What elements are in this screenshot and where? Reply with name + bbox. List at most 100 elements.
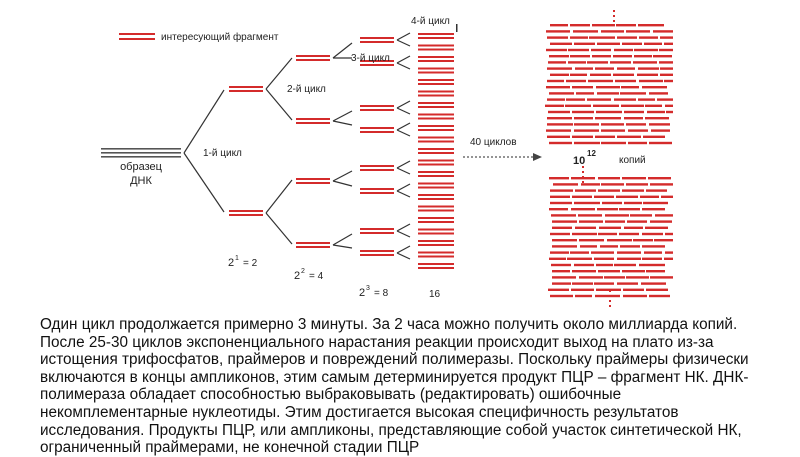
amplicon-copy	[593, 104, 619, 107]
amplicon-copy	[617, 36, 637, 39]
legend: интересующий фрагмент	[119, 31, 279, 43]
amplicon-copy	[590, 73, 611, 76]
count-cycle-2: 2 2 = 4	[294, 268, 324, 282]
legend-fragment-top	[119, 33, 155, 35]
fragment-strand	[418, 79, 454, 81]
amplicon-copy	[626, 30, 650, 33]
fragment-strand	[360, 188, 394, 190]
dna-fragment	[296, 178, 330, 184]
branch-line	[396, 129, 411, 137]
amplicon-copy	[616, 24, 636, 27]
dna-fragment	[360, 60, 394, 66]
amplicon-copy	[598, 177, 620, 180]
amplicon-copy	[660, 67, 673, 70]
dna-fragment	[418, 251, 454, 258]
branch-line	[396, 39, 411, 47]
amplicon-copy	[640, 195, 659, 198]
branch-line	[396, 245, 411, 254]
amplicon-copy	[594, 195, 614, 198]
amplicon-copy	[626, 183, 648, 186]
fragment-strand	[360, 131, 394, 133]
fragment-strand	[418, 83, 454, 85]
branch-line	[183, 89, 225, 154]
amplicon-copy	[601, 123, 624, 126]
amplicon-copy	[602, 201, 622, 205]
dna-fragment	[418, 182, 454, 189]
amplicon-copy	[566, 98, 585, 101]
amplicon-copy	[575, 67, 593, 70]
fragment-strand	[418, 263, 454, 265]
branch-line	[332, 170, 353, 182]
amplicon-copy	[550, 73, 569, 76]
result-base: 10	[573, 155, 585, 167]
sample-dna: образец ДНК	[101, 148, 181, 187]
fragment-strand	[360, 254, 394, 256]
branch-line	[396, 160, 411, 169]
amplicon-copy	[568, 61, 586, 64]
amplicon-copy	[639, 263, 665, 267]
amplicon-copy	[651, 129, 670, 132]
fragment-strand	[418, 37, 454, 39]
amplicon-copy	[623, 294, 647, 298]
amplicon-copy	[634, 48, 658, 52]
amplicon-copy	[648, 177, 671, 180]
dna-fragment	[418, 263, 454, 269]
amplicon-copy	[607, 239, 632, 242]
branch-line	[265, 179, 293, 214]
amplicon-copy	[622, 177, 646, 180]
amplicon-copy	[596, 110, 622, 114]
amplicon-copy	[572, 232, 597, 236]
dna-fragment	[418, 159, 454, 166]
amplicon-copy	[547, 79, 564, 83]
amplicon-copy	[579, 276, 603, 279]
amplicon-copy	[654, 239, 673, 242]
dna-fragment	[418, 205, 454, 212]
fragment-strand	[296, 182, 330, 184]
count-1-exponent: 1	[235, 255, 239, 262]
count-3-value: = 8	[374, 288, 389, 299]
cycle-1-label: 1-й цикл	[203, 148, 242, 159]
pcr-diagram: интересующий фрагмент образец ДНК 1-й ци…	[101, 10, 673, 307]
amplicon-copy	[551, 214, 576, 217]
amplicon-copy	[545, 104, 564, 107]
amplicon-copy	[604, 276, 625, 279]
amplicon-copy	[660, 36, 673, 39]
sample-strand-bottom	[101, 156, 181, 158]
amplicon-copy	[649, 141, 672, 145]
amplicon-copy	[659, 61, 673, 64]
amplicon-copy	[549, 141, 572, 145]
branch-line	[396, 223, 411, 232]
fragment-strand	[418, 205, 454, 208]
fragment-strand	[418, 163, 454, 166]
fragment-strand	[360, 60, 394, 62]
dna-fragment	[296, 55, 330, 61]
amplicon-copy	[575, 226, 596, 229]
dna-fragment	[418, 67, 454, 74]
amplicon-copy	[572, 195, 592, 198]
amplicon-copy	[550, 251, 569, 254]
amplicon-copy	[572, 135, 593, 138]
amplicon-copy	[570, 251, 589, 254]
amplicon-copy	[551, 263, 571, 267]
branch-line	[332, 244, 353, 249]
amplicon-copy	[574, 129, 599, 132]
amplicon-copy	[650, 220, 672, 223]
amplicon-copy	[550, 42, 572, 45]
amplicon-copy	[614, 263, 636, 267]
fragment-strand	[418, 175, 454, 177]
amplicon-copy	[610, 61, 631, 64]
count-2-base: 2	[294, 270, 300, 282]
amplicon-copy	[621, 104, 644, 107]
forty-cycles-arrow: 40 циклов	[463, 137, 542, 161]
fragment-strand	[360, 192, 394, 194]
amplicon-copy	[601, 141, 626, 145]
fragment-strand	[360, 127, 394, 129]
amplicon-copy	[620, 92, 646, 95]
amplicon-copy	[626, 276, 649, 279]
count-3-exponent: 3	[366, 285, 370, 292]
amplicon-copy	[548, 61, 566, 64]
dna-fragment	[360, 165, 394, 171]
dna-fragment	[418, 125, 454, 131]
amplicon-copy	[633, 239, 653, 242]
amplicon-copy	[645, 117, 669, 120]
